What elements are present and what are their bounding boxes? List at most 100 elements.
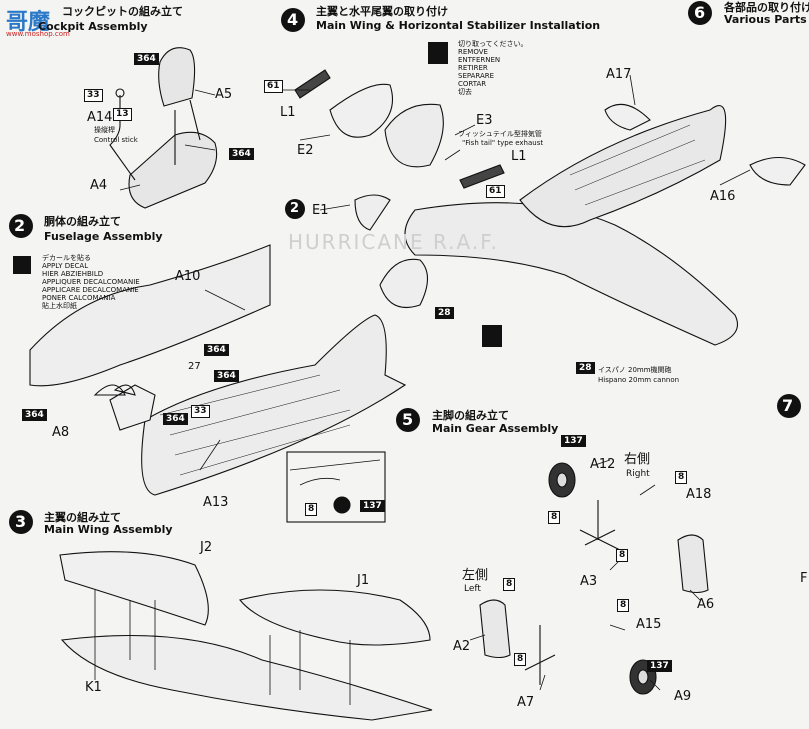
sub-step-number: 2 <box>290 201 300 216</box>
gear-door-a2 <box>479 599 511 659</box>
cannon-label-jp: イスパノ 20mm機関砲 <box>598 366 672 374</box>
part-tag: 137 <box>647 660 672 672</box>
part-tag: 364 <box>22 409 47 421</box>
gear-leg-right <box>579 500 621 551</box>
part-label: A12 <box>590 457 616 472</box>
fishtail-label-en: "Fish tail" type exhaust <box>462 139 544 147</box>
left-label-jp: 左側 <box>462 568 489 583</box>
wing-upper-left <box>59 551 209 626</box>
left-label-en: Left <box>464 584 481 594</box>
part-tag: 28 <box>435 307 454 319</box>
remove-icon-2 <box>482 325 502 347</box>
part-tag: 33 <box>191 405 210 418</box>
part-label: A13 <box>203 495 229 510</box>
control-stick-label-en: Control stick <box>94 136 138 144</box>
part-label: A7 <box>517 695 535 710</box>
wing-upper-right <box>239 589 431 646</box>
part-label: A10 <box>175 269 201 284</box>
part-tag: 13 <box>113 108 132 121</box>
part-label: E1 <box>312 203 329 218</box>
part-label: K1 <box>85 680 102 695</box>
fuselage-assembled-4 <box>519 105 727 228</box>
fuselage-half-right <box>141 314 407 496</box>
part-label: A15 <box>636 617 662 632</box>
part-label: A17 <box>606 67 632 82</box>
part-label: A2 <box>453 639 471 654</box>
nose-cowl-part <box>384 103 444 168</box>
part-tag: 364 <box>134 53 159 65</box>
exhaust-part-top <box>294 69 331 99</box>
part-label: A4 <box>90 178 108 193</box>
part-tag: 8 <box>548 511 561 524</box>
step2-title-jp: 胴体の組み立て <box>44 215 121 228</box>
step6-title-en: Various Parts Ins <box>724 13 809 26</box>
remove-instructions: 切り取ってください。 REMOVE ENTFERNEN RETIRER SEPA… <box>458 40 528 96</box>
gear-leg-left <box>524 625 556 685</box>
detail-inset-box <box>286 451 386 523</box>
part-label: A8 <box>52 425 70 440</box>
part-tag: 364 <box>163 413 188 425</box>
remove-icon <box>428 42 448 64</box>
radiator-part <box>329 83 394 138</box>
part-tag: 364 <box>214 370 239 382</box>
part-label: L1 <box>511 149 527 164</box>
part-tag: 364 <box>204 344 229 356</box>
part-tag: 61 <box>486 185 505 198</box>
wing-lower <box>60 635 433 721</box>
part-label: A18 <box>686 487 712 502</box>
gear-door-a6 <box>677 534 709 594</box>
step7-number: 7 <box>782 396 794 415</box>
watermark-logo: 哥魔 <box>6 10 51 35</box>
step5-title-en: Main Gear Assembly <box>432 422 559 435</box>
part-tag: 33 <box>84 89 103 102</box>
part-tag: 364 <box>229 148 254 160</box>
exhaust-part-bottom <box>459 164 505 189</box>
part-tag: 8 <box>514 653 527 666</box>
step4-title-jp: 主翼と水平尾翼の取り付け <box>316 5 448 18</box>
step6-number: 6 <box>694 3 706 22</box>
watermark-url: www.moshop.com <box>6 30 70 38</box>
part-label: A6 <box>697 597 715 612</box>
step4-number: 4 <box>287 10 299 29</box>
tail-plane-a16 <box>749 156 806 186</box>
step4-title-en: Main Wing & Horizontal Stabilizer Instal… <box>316 19 601 32</box>
part-tag: 8 <box>616 549 629 562</box>
small-panel-e1 <box>354 194 391 231</box>
part-label: A16 <box>710 189 736 204</box>
part-tag: 8 <box>305 503 318 516</box>
fuselage-half-left <box>29 244 271 387</box>
right-label-en: Right <box>626 469 650 479</box>
step6-title-jp: 各部品の取り付け <box>724 1 809 14</box>
step7-partial-text: F <box>800 571 808 586</box>
faded-background-text: HURRICANE R.A.F. <box>288 230 499 254</box>
tail-plane-a17 <box>604 103 651 131</box>
step2-title-en: Fuselage Assembly <box>44 230 163 243</box>
cockpit-floor-part <box>128 131 218 209</box>
decal-icon <box>13 256 31 274</box>
part-label: L1 <box>280 105 296 120</box>
part-tag: 8 <box>503 578 516 591</box>
fishtail-label-jp: フィッシュテイル型排気管 <box>458 130 542 138</box>
part-tag: 137 <box>561 435 586 447</box>
part-tag: 8 <box>675 471 688 484</box>
control-stick <box>109 95 136 181</box>
step2-number: 2 <box>14 216 26 235</box>
step3-title-jp: 主翼の組み立て <box>44 511 121 524</box>
decal-instructions: デカールを貼る APPLY DECAL HIER ABZIEHBILD APPL… <box>42 254 140 310</box>
part-label: A14 <box>87 110 113 125</box>
part-label: J1 <box>357 573 370 588</box>
step3-number: 3 <box>15 512 27 531</box>
decal-number: 27 <box>188 361 201 372</box>
step5-title-jp: 主脚の組み立て <box>432 409 509 422</box>
part-tag: 28 <box>576 362 595 374</box>
part-label: A5 <box>215 87 233 102</box>
step3-title-en: Main Wing Assembly <box>44 523 173 536</box>
part-tag: 8 <box>617 599 630 612</box>
part-tag: 61 <box>264 80 283 93</box>
part-tag: 137 <box>360 500 385 512</box>
right-label-jp: 右側 <box>624 452 651 467</box>
control-stick-label-jp: 操縦桿 <box>94 126 115 134</box>
step1-title-en: Cockpit Assembly <box>38 20 148 33</box>
seat-back-part <box>158 47 196 107</box>
nose-cowl-4 <box>379 258 429 309</box>
